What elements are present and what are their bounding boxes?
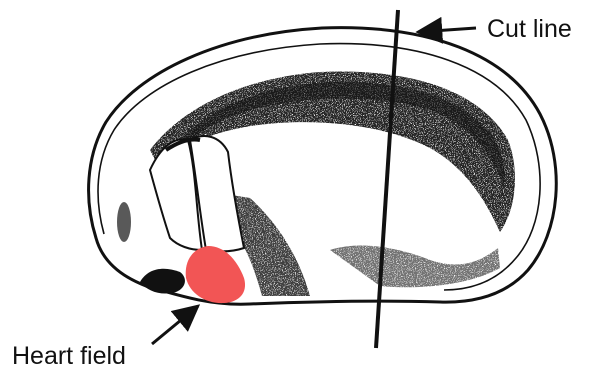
eye-spot xyxy=(117,202,131,242)
heart-field-arrow xyxy=(152,306,198,344)
cut-line-label: Cut line xyxy=(487,15,572,43)
cut-line-arrow xyxy=(418,28,476,32)
heart-field-label: Heart field xyxy=(12,342,126,370)
